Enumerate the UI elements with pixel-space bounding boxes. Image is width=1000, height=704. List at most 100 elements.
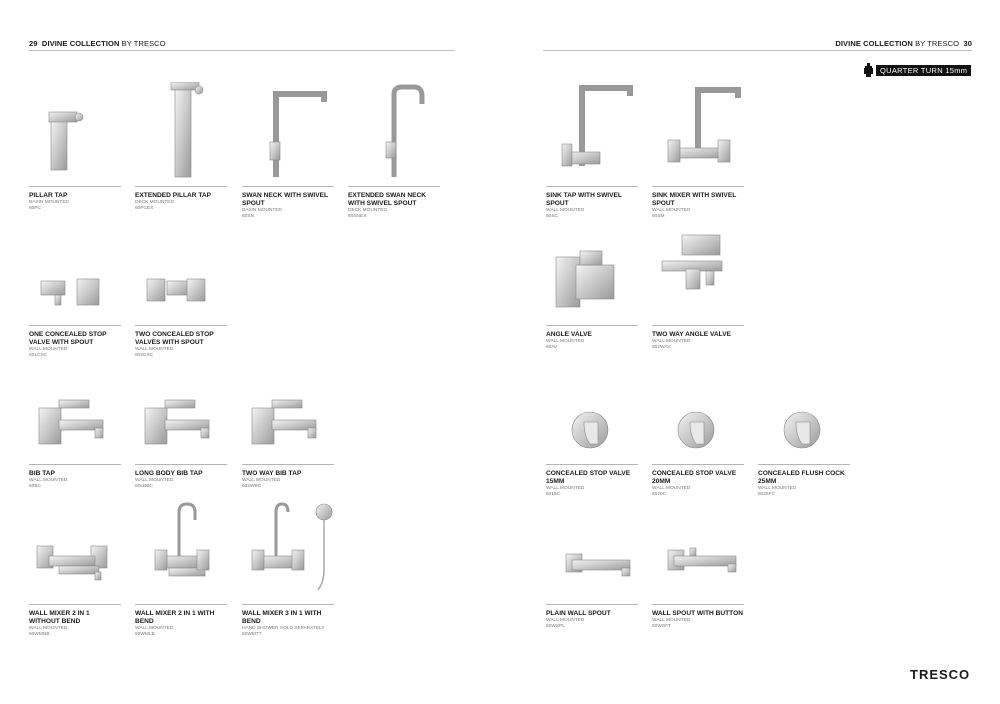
product-divider xyxy=(29,464,121,465)
product-image-sinkmix xyxy=(667,87,741,163)
product-code: 60LBBC xyxy=(135,483,153,489)
left-page-header: 29 DIVINE COLLECTION BY TRESCO xyxy=(29,39,166,48)
page-number: 29 xyxy=(29,39,38,48)
collection-by: BY TRESCO xyxy=(915,39,960,48)
product-mount: HAND SHOWER SOLD SEPARATELY xyxy=(242,626,325,631)
product-divider xyxy=(546,186,638,187)
product-divider xyxy=(546,325,638,326)
product-code: 60PC xyxy=(29,205,41,211)
product-name: PILLAR TAP xyxy=(29,192,68,199)
product-mount: BASIN MOUNTED xyxy=(242,208,282,213)
product-mount: WALL MOUNTED xyxy=(135,478,174,483)
product-name: CONCEALED STOP VALVE 15MM xyxy=(546,470,631,485)
product-divider xyxy=(242,604,334,605)
product-divider xyxy=(29,325,121,326)
quarter-turn-badge: QUARTER TURN 15mm xyxy=(864,63,972,77)
product-mount: WALL MOUNTED xyxy=(29,478,68,483)
product-code: 602CSC xyxy=(135,352,154,358)
product-code: 60WMTT xyxy=(242,631,262,637)
product-mount: WALL MOUNTED xyxy=(546,208,585,213)
product-name: CONCEALED STOP VALVE 20MM xyxy=(652,470,737,485)
product-code: 60SN xyxy=(242,213,254,219)
header-divider xyxy=(543,50,972,51)
product-name: WALL MIXER 2 IN 1 WITH BEND xyxy=(135,610,215,625)
product-mount: WALL MOUNTED xyxy=(546,486,585,491)
product-code: 60PCEX xyxy=(135,205,154,211)
product-image-tallpillar xyxy=(170,82,204,178)
collection-name: DIVINE COLLECTION xyxy=(41,39,120,48)
header-divider xyxy=(29,50,455,51)
product-name: TWO WAY BIB TAP xyxy=(242,470,302,477)
product-image-swan2 xyxy=(385,84,425,177)
product-divider xyxy=(348,186,440,187)
product-mount: WALL MOUNTED xyxy=(135,626,174,631)
product-code: 6015C xyxy=(546,491,561,497)
product-divider xyxy=(758,464,850,465)
product-divider xyxy=(242,464,334,465)
product-name: BIB TAP xyxy=(29,470,55,477)
product-mount: WALL MOUNTED xyxy=(546,339,585,344)
product-name: WALL SPOUT WITH BUTTON xyxy=(652,610,743,617)
product-image-bib xyxy=(251,399,317,445)
product-divider xyxy=(546,464,638,465)
product-name: EXTENDED SWAN NECK WITH SWIVEL SPOUT xyxy=(348,192,427,207)
product-mount: DECK MOUNTED xyxy=(348,208,387,213)
product-mount: WALL MOUNTED xyxy=(546,618,585,623)
product-mount: WALL MOUNTED xyxy=(652,618,691,623)
product-code: 60BC xyxy=(29,483,41,489)
product-code: 6025FC xyxy=(758,491,776,497)
product-code: 60SM xyxy=(652,213,665,219)
product-code: 602WAV xyxy=(652,344,671,350)
product-mount: WALL MOUNTED xyxy=(29,626,68,631)
product-name: WALL MIXER 3 IN 1 WITH BEND xyxy=(242,610,322,625)
product-mount: WALL MOUNTED xyxy=(242,478,281,483)
product-divider xyxy=(652,604,744,605)
product-code: 60SC xyxy=(546,213,558,219)
product-image-angle xyxy=(555,250,615,308)
product-code: 60WSPL xyxy=(546,623,565,629)
product-code: 60WMNB xyxy=(29,631,50,637)
product-divider xyxy=(135,604,227,605)
product-name: SINK TAP WITH SWIVEL SPOUT xyxy=(546,192,622,207)
product-image-round xyxy=(571,411,609,449)
product-image-spoutbtn xyxy=(667,547,737,573)
collection-name: DIVINE COLLECTION xyxy=(835,39,913,48)
product-divider xyxy=(29,604,121,605)
product-image-swan xyxy=(269,91,327,177)
product-mount: BASIN MOUNTED xyxy=(29,200,69,205)
product-mount: DECK MOUNTED xyxy=(135,200,174,205)
product-code: 6020C xyxy=(652,491,667,497)
product-name: SINK MIXER WITH SWIVEL SPOUT xyxy=(652,192,737,207)
product-mount: WALL MOUNTED xyxy=(29,347,68,352)
product-mount: WALL MOUNTED xyxy=(758,486,797,491)
product-divider xyxy=(29,186,121,187)
product-code: 60WSFT xyxy=(652,623,671,629)
product-image-sink xyxy=(561,85,633,167)
product-name: CONCEALED FLUSH COCK 25MM xyxy=(758,470,845,485)
valve-cartridge-icon xyxy=(864,63,873,77)
product-divider xyxy=(652,325,744,326)
product-image-mixer3 xyxy=(251,502,333,591)
product-image-mixer xyxy=(36,545,108,581)
product-mount: WALL MOUNTED xyxy=(652,339,691,344)
product-name: EXTENDED PILLAR TAP xyxy=(135,192,212,199)
product-image-pillar xyxy=(48,111,84,171)
product-divider xyxy=(135,325,227,326)
product-image-bib xyxy=(144,399,210,445)
product-name: PLAIN WALL SPOUT xyxy=(546,610,611,617)
product-name: TWO CONCEALED STOP VALVES WITH SPOUT xyxy=(135,331,214,346)
product-name: LONG BODY BIB TAP xyxy=(135,470,203,477)
product-code: 60WMLB xyxy=(135,631,155,637)
product-image-mixerbend xyxy=(154,502,210,577)
product-code: 601CSC xyxy=(29,352,48,358)
product-name: TWO WAY ANGLE VALVE xyxy=(652,331,732,338)
product-name: ANGLE VALVE xyxy=(546,331,592,338)
product-divider xyxy=(546,604,638,605)
product-image-conc1 xyxy=(40,278,100,306)
product-mount: WALL MOUNTED xyxy=(652,486,691,491)
right-page-header: DIVINE COLLECTION BY TRESCO 30 xyxy=(835,39,972,48)
product-image-bib xyxy=(38,399,104,445)
product-divider xyxy=(135,186,227,187)
product-code: 602WBC xyxy=(242,483,262,489)
